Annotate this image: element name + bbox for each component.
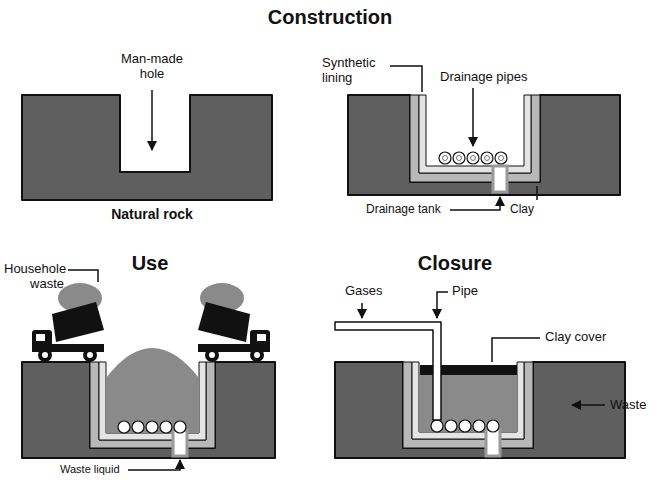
leader-line — [536, 186, 538, 200]
part-label: Pipe — [452, 284, 478, 299]
dump-truck — [205, 348, 219, 362]
leader-line — [472, 88, 474, 146]
part-label: Waste liquid — [60, 463, 120, 476]
closed-landfill-panel — [335, 362, 625, 458]
landfill-in-use-panel — [160, 421, 172, 433]
closed-landfill-panel — [486, 429, 500, 456]
leader-line — [450, 197, 500, 210]
leader-line — [68, 270, 98, 282]
leader-line — [362, 292, 605, 405]
part-label: Clay cover — [545, 330, 606, 345]
section-heading: Construction — [268, 6, 392, 29]
lined-hole-panel — [471, 156, 476, 161]
landfill-in-use-panel — [174, 421, 186, 433]
part-label: Drainage pipes — [440, 70, 527, 85]
lined-hole-panel — [485, 156, 490, 161]
lined-hole-panel — [481, 152, 493, 164]
lined-hole-panel — [443, 156, 448, 161]
lined-hole-panel — [410, 95, 540, 182]
leader-line — [492, 338, 540, 362]
part-label: Synthetic lining — [322, 56, 388, 86]
natural-rock-panel — [22, 95, 272, 200]
leader-line — [390, 66, 422, 92]
landfill-in-use-panel — [22, 348, 275, 458]
part-label: Drainage tank — [366, 203, 441, 217]
landfill-in-use-panel — [118, 421, 130, 433]
dump-truck — [83, 348, 97, 362]
lined-hole-panel — [457, 156, 462, 161]
section-heading: Closure — [418, 252, 492, 275]
part-label: Waste — [610, 398, 646, 413]
part-label: Househole waste — [4, 262, 64, 292]
dump-truck — [198, 302, 250, 342]
part-label: Gases — [345, 284, 383, 299]
lined-hole-panel — [495, 152, 507, 164]
dump-truck — [38, 348, 52, 362]
closed-landfill-panel — [473, 420, 485, 432]
landfill-in-use-panel — [106, 348, 199, 433]
lined-hole-panel — [499, 156, 504, 161]
dump-truck — [257, 334, 266, 341]
lined-hole-panel — [439, 152, 451, 164]
closed-landfill-panel — [487, 420, 499, 432]
closed-landfill-panel — [445, 420, 457, 432]
closed-landfill-panel — [459, 420, 471, 432]
lined-hole-panel — [348, 95, 620, 195]
dump-truck — [254, 352, 260, 358]
leader-line — [151, 90, 153, 150]
leader-line — [390, 66, 537, 210]
leader-line — [128, 460, 180, 470]
section-heading: Use — [132, 252, 169, 275]
closed-landfill-panel — [403, 362, 533, 448]
dump-truck — [209, 352, 215, 358]
landfill-in-use-panel — [146, 421, 158, 433]
closed-landfill-panel — [431, 420, 443, 432]
dump-truck — [42, 352, 48, 358]
leader-line — [152, 90, 153, 150]
natural-rock-panel — [22, 95, 272, 200]
leader-line — [361, 303, 363, 318]
landfill-in-use-panel — [173, 430, 187, 456]
lined-hole-panel — [467, 152, 479, 164]
lined-hole-panel — [493, 166, 507, 192]
dump-truck — [250, 348, 264, 362]
leader-line — [437, 292, 448, 318]
lined-hole-panel — [348, 95, 620, 195]
closed-landfill-panel — [412, 362, 524, 439]
part-label: Clay — [510, 203, 534, 217]
part-label: Natural rock — [111, 206, 193, 222]
leader-line — [68, 270, 180, 470]
closed-landfill-panel — [335, 322, 441, 420]
landfill-in-use-panel — [132, 421, 144, 433]
dump-truck — [32, 283, 104, 362]
dump-truck — [52, 302, 104, 342]
dump-truck — [36, 334, 45, 341]
closed-landfill-panel — [335, 322, 625, 458]
dump-truck — [198, 283, 270, 362]
part-label: Man-made hole — [116, 52, 188, 82]
lined-hole-panel — [419, 95, 531, 173]
lined-hole-panel — [453, 152, 465, 164]
leader-line — [572, 404, 605, 406]
dump-truck — [87, 352, 93, 358]
